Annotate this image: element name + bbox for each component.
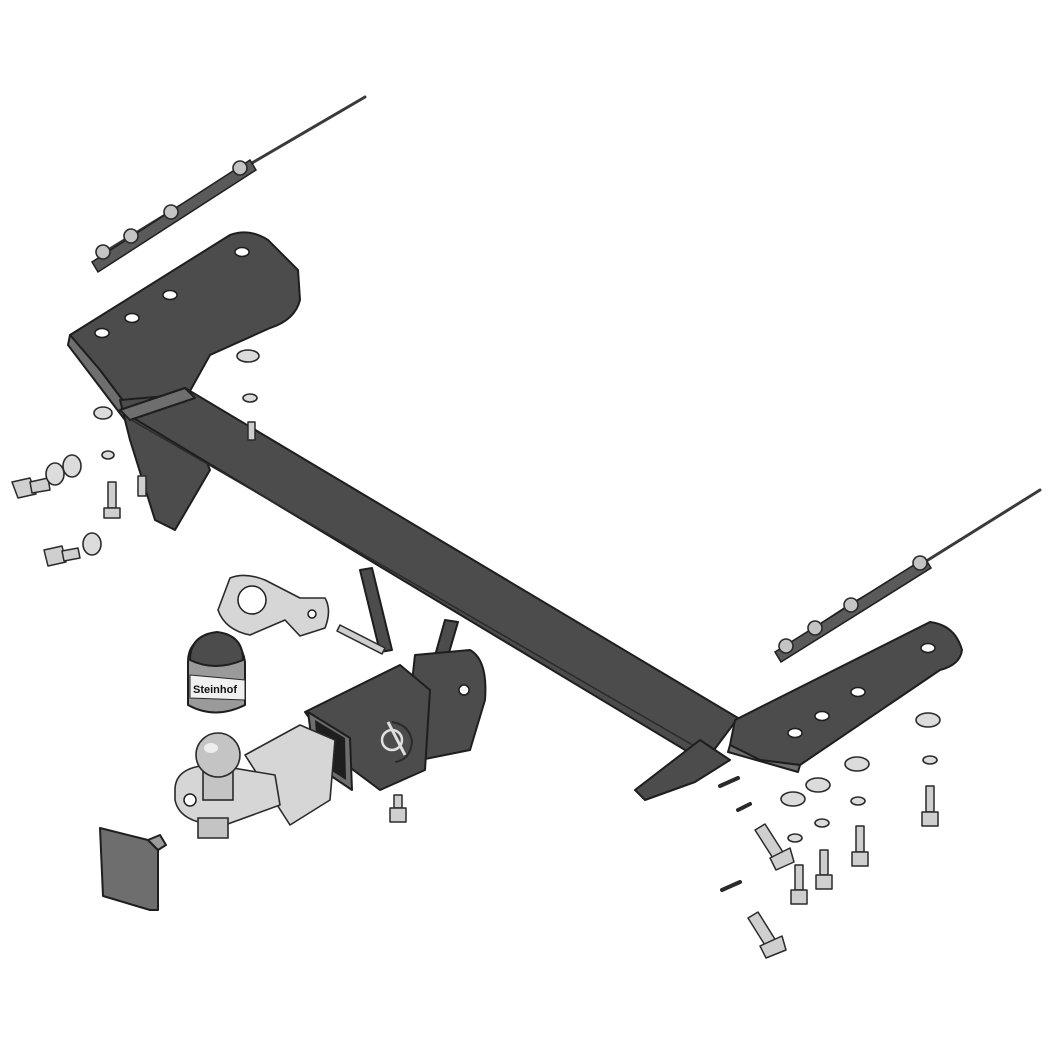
hitch-pin	[336, 624, 414, 763]
right-mounting-bracket	[727, 621, 963, 773]
receiver-mount-plate	[359, 567, 487, 761]
main-cross-beam	[119, 387, 739, 801]
left-hardware-set	[11, 349, 407, 823]
ball-cap: Steinhof	[187, 631, 246, 714]
receiver-cover-plug	[99, 827, 167, 911]
cap-brand-label: Steinhof	[193, 684, 237, 696]
right-hardware-set	[718, 712, 941, 959]
right-wire-harness	[773, 488, 1042, 664]
left-wire-harness	[90, 95, 367, 274]
tow-ball	[195, 732, 241, 801]
ball-mount-drawbar	[174, 724, 336, 839]
socket-bracket	[217, 574, 330, 637]
